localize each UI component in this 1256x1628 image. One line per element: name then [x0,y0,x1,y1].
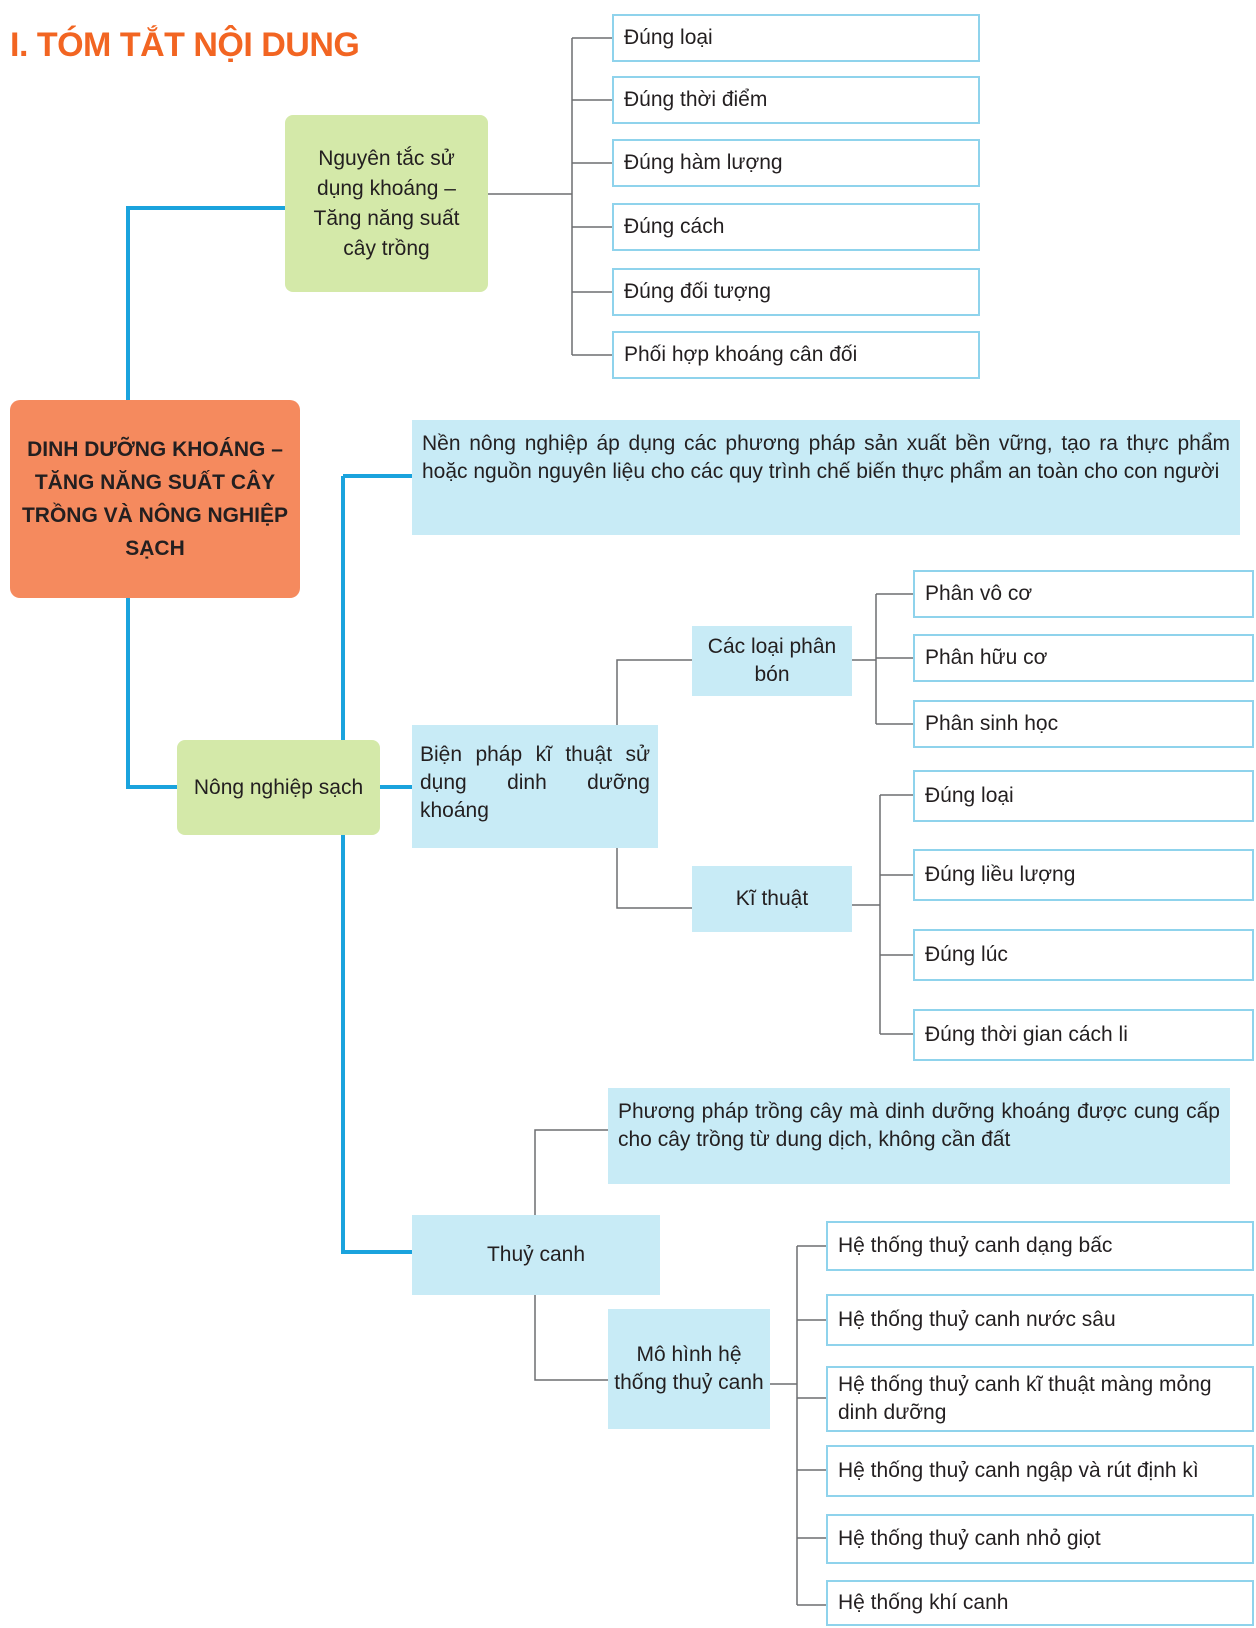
principle-leaf-label: Đúng cách [624,215,725,238]
fertilizer-leaf: Phân vô cơ [913,570,1254,618]
hydroponic-system-leaf-label: Hệ thống thuỷ canh ngập và rút định kì [838,1459,1199,1482]
hydroponics-node: Thuỷ canh [412,1215,660,1295]
hydroponic-system-leaf: Hệ thống khí canh [826,1580,1254,1626]
technique-leaf-label: Đúng loại [925,784,1014,807]
technical-measures-node-label: Biện pháp kĩ thuật sử dụng dinh dưỡng kh… [420,743,650,822]
hydroponic-system-leaf: Hệ thống thuỷ canh kĩ thuật màng mỏng di… [826,1366,1254,1432]
fertilizer-leaf: Phân sinh học [913,700,1254,748]
fertilizer-leaf: Phân hữu cơ [913,634,1254,682]
main-connectors [126,206,412,1254]
technique-leaf: Đúng loại [913,770,1254,822]
technique-leaf: Đúng liều lượng [913,849,1254,901]
hydroponics-definition-text: Phương pháp trồng cây mà dinh dưỡng khoá… [618,1100,1220,1151]
technique-leaf: Đúng thời gian cách li [913,1009,1254,1061]
principle-leaf-label: Phối hợp khoáng cân đối [624,343,858,366]
technique-leaf: Đúng lúc [913,929,1254,981]
principle-leaf: Đúng loại [612,14,980,62]
principle-leaf: Đúng đối tượng [612,268,980,316]
section-title: I. TÓM TẮT NỘI DUNG [10,26,360,64]
fertilizer-leaf-label: Phân hữu cơ [925,646,1048,669]
principle-leaf: Đúng cách [612,203,980,251]
principle-leaf: Đúng hàm lượng [612,139,980,187]
hydroponic-system-leaf: Hệ thống thuỷ canh nước sâu [826,1294,1254,1346]
clean-agriculture-node: Nông nghiệp sạch [177,740,380,835]
technique-node: Kĩ thuật [692,866,852,932]
principle-leaf: Phối hợp khoáng cân đối [612,331,980,379]
principles-node-label: Nguyên tắc sử dụng khoáng – Tăng năng su… [313,146,460,260]
technique-leaf-label: Đúng liều lượng [925,863,1076,886]
root-node: DINH DƯỠNG KHOÁNG – TĂNG NĂNG SUẤT CÂY T… [10,400,300,598]
fertilizer-types-node-label: Các loại phân bón [707,635,837,686]
clean-agriculture-node-label: Nông nghiệp sạch [193,775,364,799]
hydroponic-system-leaf: Hệ thống thuỷ canh nhỏ giọt [826,1514,1254,1564]
hydroponic-system-leaf-label: Hệ thống khí canh [838,1591,1009,1614]
principle-leaf-label: Đúng loại [624,26,713,49]
principle-leaf: Đúng thời điểm [612,76,980,124]
hydroponic-system-leaf-label: Hệ thống thuỷ canh kĩ thuật màng mỏng di… [838,1373,1212,1424]
technique-leaf-label: Đúng lúc [925,943,1008,966]
hydroponic-system-leaf: Hệ thống thuỷ canh ngập và rút định kì [826,1445,1254,1497]
fertilizer-types-node: Các loại phân bón [692,626,852,696]
fertilizer-leaf-label: Phân vô cơ [925,582,1033,605]
principles-node: Nguyên tắc sử dụng khoáng – Tăng năng su… [285,115,488,292]
fertilizer-leaf-label: Phân sinh học [925,712,1059,735]
hydroponic-models-node-label: Mô hình hệ thống thuỷ canh [614,1343,764,1394]
hydroponic-system-leaf-label: Hệ thống thuỷ canh nhỏ giọt [838,1527,1101,1550]
hydroponics-node-label: Thuỷ canh [486,1243,586,1266]
hydroponics-definition: Phương pháp trồng cây mà dinh dưỡng khoá… [608,1088,1230,1184]
principle-leaf-label: Đúng thời điểm [624,88,768,111]
clean-agriculture-definition: Nền nông nghiệp áp dụng các phương pháp … [412,420,1240,535]
principle-leaf-label: Đúng hàm lượng [624,151,783,174]
technical-measures-node: Biện pháp kĩ thuật sử dụng dinh dưỡng kh… [412,725,658,848]
technique-leaf-label: Đúng thời gian cách li [925,1023,1128,1046]
clean-agriculture-definition-text: Nền nông nghiệp áp dụng các phương pháp … [422,432,1230,483]
hydroponic-models-node: Mô hình hệ thống thuỷ canh [608,1309,770,1429]
root-node-label: DINH DƯỠNG KHOÁNG – TĂNG NĂNG SUẤT CÂY T… [21,438,289,560]
hydroponic-system-leaf: Hệ thống thuỷ canh dạng bấc [826,1221,1254,1271]
hydroponic-system-leaf-label: Hệ thống thuỷ canh dạng bấc [838,1234,1113,1257]
technique-node-label: Kĩ thuật [735,887,809,910]
hydroponic-system-leaf-label: Hệ thống thuỷ canh nước sâu [838,1308,1116,1331]
sub-connectors [488,37,913,1606]
principle-leaf-label: Đúng đối tượng [624,280,771,303]
